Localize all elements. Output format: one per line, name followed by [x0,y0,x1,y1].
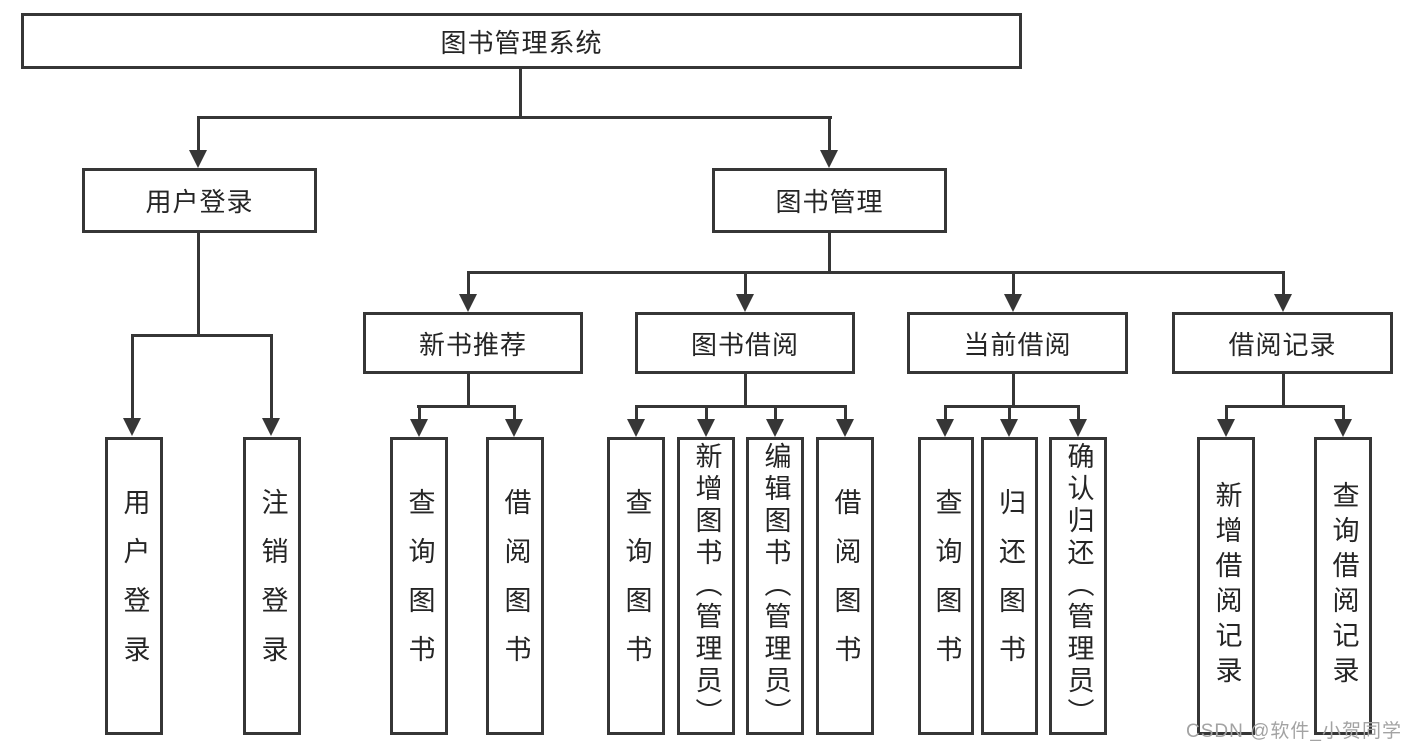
node-leaf-rec-borrow-book-label: 借阅图书 [500,488,531,684]
node-current-borrow-label: 当前借阅 [963,329,1072,360]
arrowhead-leaf-logout-icon [262,418,280,436]
node-new-book-rec: 新书推荐 [363,312,583,374]
node-leaf-rec-query-book-label: 查询图书 [404,488,435,684]
node-root: 图书管理系统 [21,13,1022,69]
node-book-mgmt: 图书管理 [712,168,947,233]
node-leaf-logout-label: 注销登录 [257,488,288,684]
connector-borrow-record-stem [1282,374,1285,408]
connector-new-book-rec-hline [417,405,516,408]
node-leaf-user-login-label: 用户登录 [119,488,150,684]
arrowhead-bor-edit-icon [766,419,784,437]
node-leaf-rec2-query-record-label: 查询借阅记录 [1328,481,1359,691]
node-leaf-bor-borrow-book-label: 借阅图书 [830,488,861,684]
connector-book-mgmt-stem [828,233,831,274]
arrowhead-book-mgmt-icon [820,150,838,168]
node-borrow-record: 借阅记录 [1172,312,1393,374]
connector-arrow-rec-borrow-shaft [513,405,516,421]
connector-arrow-leaf-login-shaft [131,334,134,420]
arrowhead-cur-return-icon [1000,419,1018,437]
node-new-book-rec-label: 新书推荐 [418,329,527,360]
connector-arrow-bor-borrow-shaft [844,405,847,421]
arrowhead-rec-borrow-icon [505,419,523,437]
node-leaf-cur-return-book: 归还图书 [981,437,1038,735]
node-leaf-rec-borrow-book: 借阅图书 [486,437,544,735]
arrowhead-rec2-add-icon [1217,419,1235,437]
node-leaf-cur-return-book-label: 归还图书 [995,488,1025,684]
connector-arrow-bor-query-shaft [635,405,638,421]
node-leaf-cur-query-book: 查询图书 [918,437,974,735]
connector-arrow-rec2-query-shaft [1342,405,1345,421]
connector-borrow-record-hline [1225,405,1345,408]
arrowhead-cur-confirm-icon [1069,419,1087,437]
arrowhead-bor-borrow-icon [836,419,854,437]
node-leaf-rec2-add-record: 新增借阅记录 [1197,437,1255,735]
node-leaf-bor-edit-book-label: 编辑图书（管理员） [760,442,791,730]
node-leaf-logout: 注销登录 [243,437,301,735]
arrowhead-leaf-login-icon [123,418,141,436]
arrowhead-borrow-record-icon [1274,294,1292,312]
connector-arrow-user-login-shaft [197,116,200,152]
node-leaf-rec-query-book: 查询图书 [390,437,448,735]
connector-book-borrow-hline [635,405,847,408]
connector-arrow-current-borrow-shaft [1012,271,1015,296]
node-book-mgmt-label: 图书管理 [775,187,884,217]
watermark: CSDN @软件_小贺同学 [1186,721,1402,742]
arrowhead-rec-query-icon [410,419,428,437]
node-leaf-bor-edit-book: 编辑图书（管理员） [746,437,804,735]
node-book-borrow: 图书借阅 [635,312,855,374]
connector-arrow-leaf-logout-shaft [270,334,273,420]
node-leaf-bor-query-book: 查询图书 [607,437,665,735]
node-user-login: 用户登录 [82,168,317,233]
arrowhead-rec2-query-icon [1334,419,1352,437]
node-leaf-bor-add-book: 新增图书（管理员） [677,437,735,735]
node-book-borrow-label: 图书借阅 [690,329,799,360]
connector-arrow-book-mgmt-shaft [828,116,831,152]
arrowhead-cur-query-icon [936,419,954,437]
node-leaf-bor-query-book-label: 查询图书 [621,488,652,684]
arrowhead-bor-query-icon [627,419,645,437]
connector-arrow-rec-query-shaft [418,405,421,421]
connector-arrow-cur-query-shaft [944,405,947,421]
connector-arrow-rec2-add-shaft [1225,405,1228,421]
connector-new-book-rec-stem [467,374,470,408]
node-root-label: 图书管理系统 [440,27,603,58]
node-borrow-record-label: 借阅记录 [1228,329,1337,360]
node-leaf-user-login: 用户登录 [105,437,163,735]
node-leaf-bor-borrow-book: 借阅图书 [816,437,874,735]
node-leaf-cur-confirm-return: 确认归还（管理员） [1049,437,1107,735]
node-leaf-bor-add-book-label: 新增图书（管理员） [691,442,722,730]
connector-arrow-borrow-record-shaft [1282,271,1285,296]
connector-arrow-cur-return-shaft [1008,405,1011,421]
connector-arrow-bor-add-shaft [705,405,708,421]
connector-current-borrow-hline [944,405,1080,408]
arrowhead-current-borrow-icon [1004,294,1022,312]
node-leaf-rec2-add-record-label: 新增借阅记录 [1211,481,1242,691]
connector-current-borrow-stem [1012,374,1015,408]
node-leaf-rec2-query-record: 查询借阅记录 [1314,437,1372,735]
arrowhead-book-borrow-icon [736,294,754,312]
arrowhead-new-book-rec-icon [459,294,477,312]
connector-user-login-stem [197,233,200,335]
node-user-login-label: 用户登录 [145,187,254,217]
connector-user-login-hline [131,334,273,337]
node-current-borrow: 当前借阅 [907,312,1128,374]
node-leaf-cur-confirm-return-label: 确认归还（管理员） [1063,442,1094,730]
arrowhead-user-login-icon [189,150,207,168]
connector-root-stem [519,69,522,117]
connector-root-hline [197,116,832,119]
connector-book-borrow-stem [744,374,747,408]
connector-book-mgmt-hline [467,271,1285,274]
node-leaf-cur-query-book-label: 查询图书 [931,488,962,684]
connector-arrow-new-book-rec-shaft [467,271,470,296]
arrowhead-bor-add-icon [697,419,715,437]
connector-arrow-bor-edit-shaft [774,405,777,421]
connector-arrow-book-borrow-shaft [744,271,747,296]
connector-arrow-cur-confirm-shaft [1077,405,1080,421]
